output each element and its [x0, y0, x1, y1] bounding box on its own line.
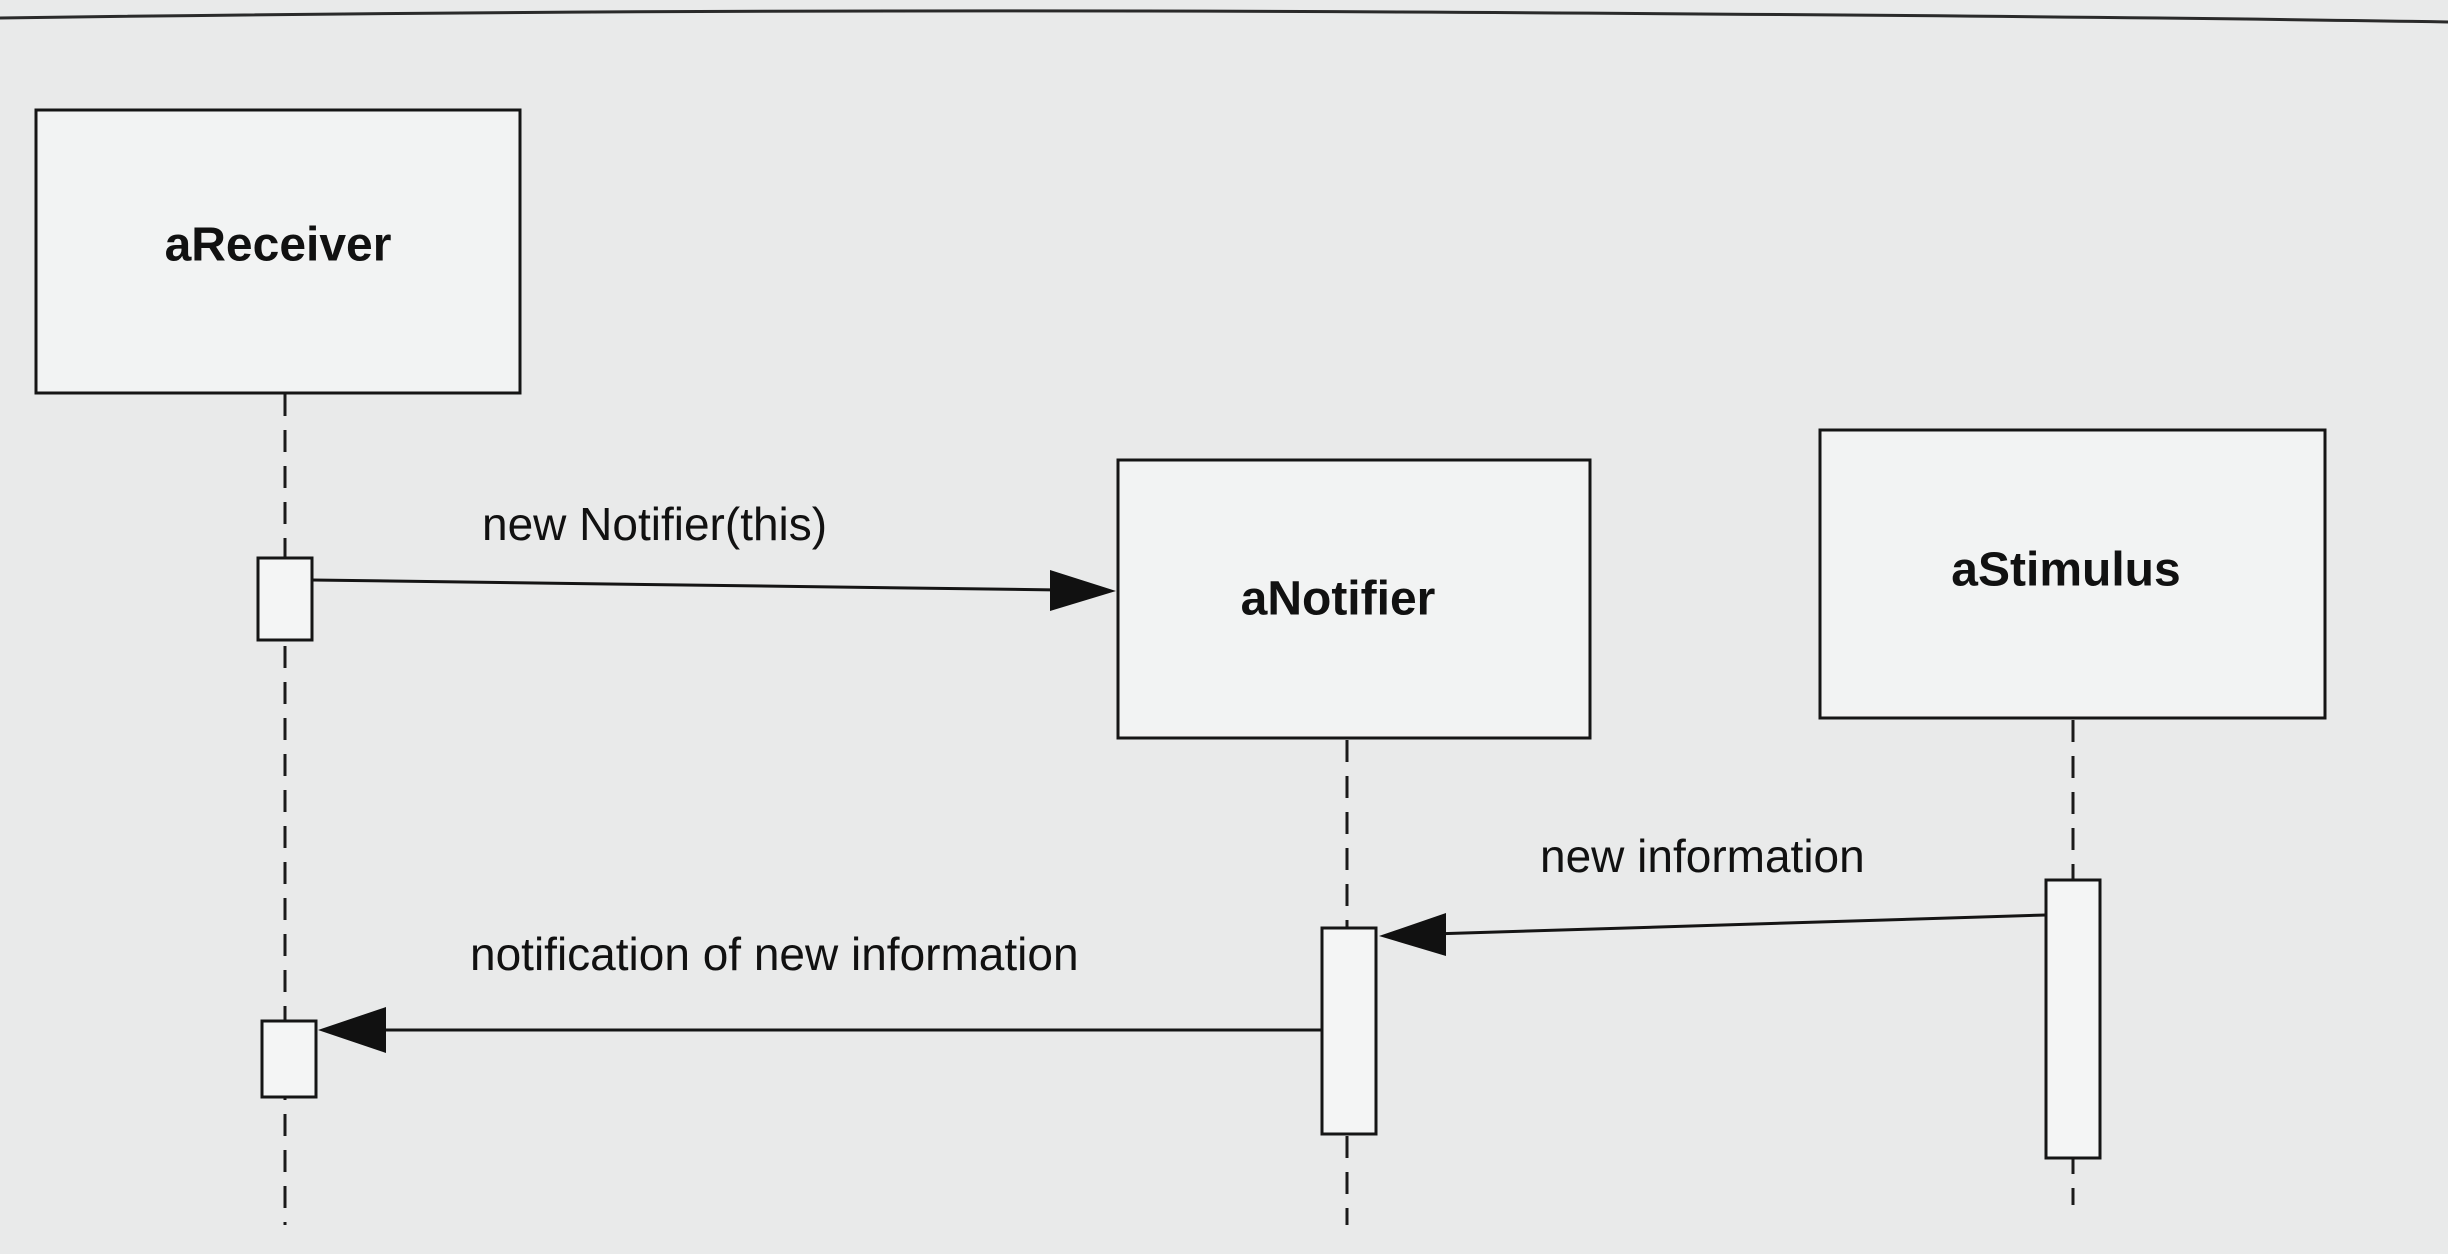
object-areceiver: aReceiver: [34, 108, 522, 395]
notifier-activation: [1320, 926, 1378, 1136]
object-label-astimulus: aStimulus: [1951, 544, 2180, 597]
message-label-inform: new information: [1540, 830, 1865, 882]
object-astimulus: aStimulus: [1818, 428, 2327, 720]
object-anotifier: aNotifier: [1116, 458, 1592, 740]
arrowhead-create: [1050, 570, 1116, 611]
message-new-information: new information: [1379, 830, 2047, 956]
receiver-activation-create: [256, 556, 314, 642]
object-label-anotifier: aNotifier: [1241, 573, 1436, 626]
object-box-areceiver: [34, 108, 522, 395]
message-label-notify: notification of new information: [470, 928, 1079, 980]
object-label-areceiver: aReceiver: [165, 219, 392, 272]
message-line-inform: [1431, 913, 2047, 936]
message-label-create: new Notifier(this): [482, 498, 827, 550]
arrowhead-inform: [1379, 913, 1446, 956]
object-box-astimulus: [1818, 428, 2327, 720]
page-top-rule: [0, 9, 2448, 24]
message-line-create: [311, 578, 1061, 592]
message-create-notifier: new Notifier(this): [311, 498, 1116, 611]
stimulus-activation: [2044, 878, 2102, 1160]
object-box-anotifier: [1116, 458, 1592, 740]
message-notification: notification of new information: [318, 928, 1322, 1053]
arrowhead-notify: [318, 1007, 386, 1053]
receiver-activation-notify: [260, 1019, 318, 1099]
